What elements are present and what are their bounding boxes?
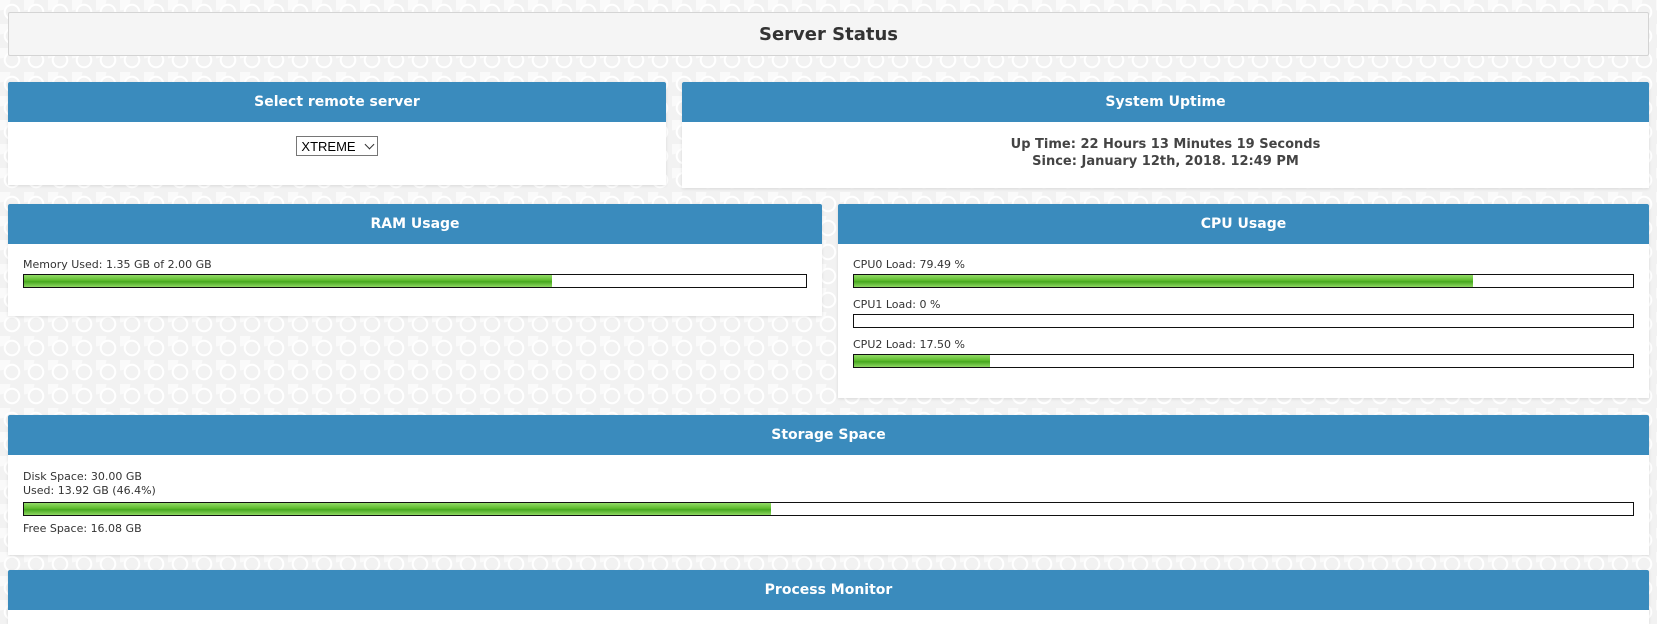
- disk-space-label: Disk Space: 30.00 GB: [23, 470, 142, 483]
- page-title: Server Status: [759, 23, 898, 45]
- uptime-since: Since: January 12th, 2018. 12:49 PM: [1032, 154, 1299, 169]
- uptime-value: Up Time: 22 Hours 13 Minutes 19 Seconds: [1010, 137, 1321, 152]
- chevron-down-icon: [364, 139, 375, 149]
- cpu2-load-label: CPU2 Load: 17.50 %: [853, 338, 965, 351]
- ram-progress-bar: [23, 274, 807, 288]
- server-select-body: XTREME: [8, 122, 666, 168]
- ram-title: RAM Usage: [8, 204, 822, 244]
- cpu2-progress-bar: [853, 354, 1634, 368]
- server-select-title: Select remote server: [8, 82, 666, 122]
- uptime-panel: System Uptime Up Time: 22 Hours 13 Minut…: [682, 82, 1649, 188]
- uptime-body: Up Time: 22 Hours 13 Minutes 19 Seconds …: [682, 122, 1649, 182]
- page-header: Server Status: [8, 12, 1649, 56]
- cpu0-progress-bar: [853, 274, 1634, 288]
- server-dropdown-value: XTREME: [301, 138, 356, 154]
- free-space-label: Free Space: 16.08 GB: [23, 522, 142, 535]
- cpu1-progress-bar: [853, 314, 1634, 328]
- disk-used-label: Used: 13.92 GB (46.4%): [23, 484, 156, 497]
- storage-progress-fill: [24, 503, 771, 515]
- storage-progress-bar: [23, 502, 1634, 516]
- ram-panel: RAM Usage Memory Used: 1.35 GB of 2.00 G…: [8, 204, 822, 316]
- server-dropdown[interactable]: XTREME: [296, 136, 378, 156]
- cpu-title: CPU Usage: [838, 204, 1649, 244]
- cpu0-load-label: CPU0 Load: 79.49 %: [853, 258, 965, 271]
- cpu0-progress-fill: [854, 275, 1474, 287]
- process-monitor-title: Process Monitor: [8, 570, 1649, 610]
- storage-body: Disk Space: 30.00 GB Used: 13.92 GB (46.…: [8, 455, 1649, 550]
- process-monitor-panel: Process Monitor: [8, 570, 1649, 624]
- ram-progress-fill: [24, 275, 552, 287]
- storage-title: Storage Space: [8, 415, 1649, 455]
- cpu1-load-label: CPU1 Load: 0 %: [853, 298, 941, 311]
- memory-used-label: Memory Used: 1.35 GB of 2.00 GB: [23, 258, 212, 271]
- storage-panel: Storage Space Disk Space: 30.00 GB Used:…: [8, 415, 1649, 555]
- server-select-panel: Select remote server XTREME: [8, 82, 666, 185]
- cpu2-progress-fill: [854, 355, 991, 367]
- ram-body: Memory Used: 1.35 GB of 2.00 GB: [8, 244, 822, 310]
- cpu-body: CPU0 Load: 79.49 % CPU1 Load: 0 % CPU2 L…: [838, 244, 1649, 390]
- uptime-title: System Uptime: [682, 82, 1649, 122]
- cpu-panel: CPU Usage CPU0 Load: 79.49 % CPU1 Load: …: [838, 204, 1649, 398]
